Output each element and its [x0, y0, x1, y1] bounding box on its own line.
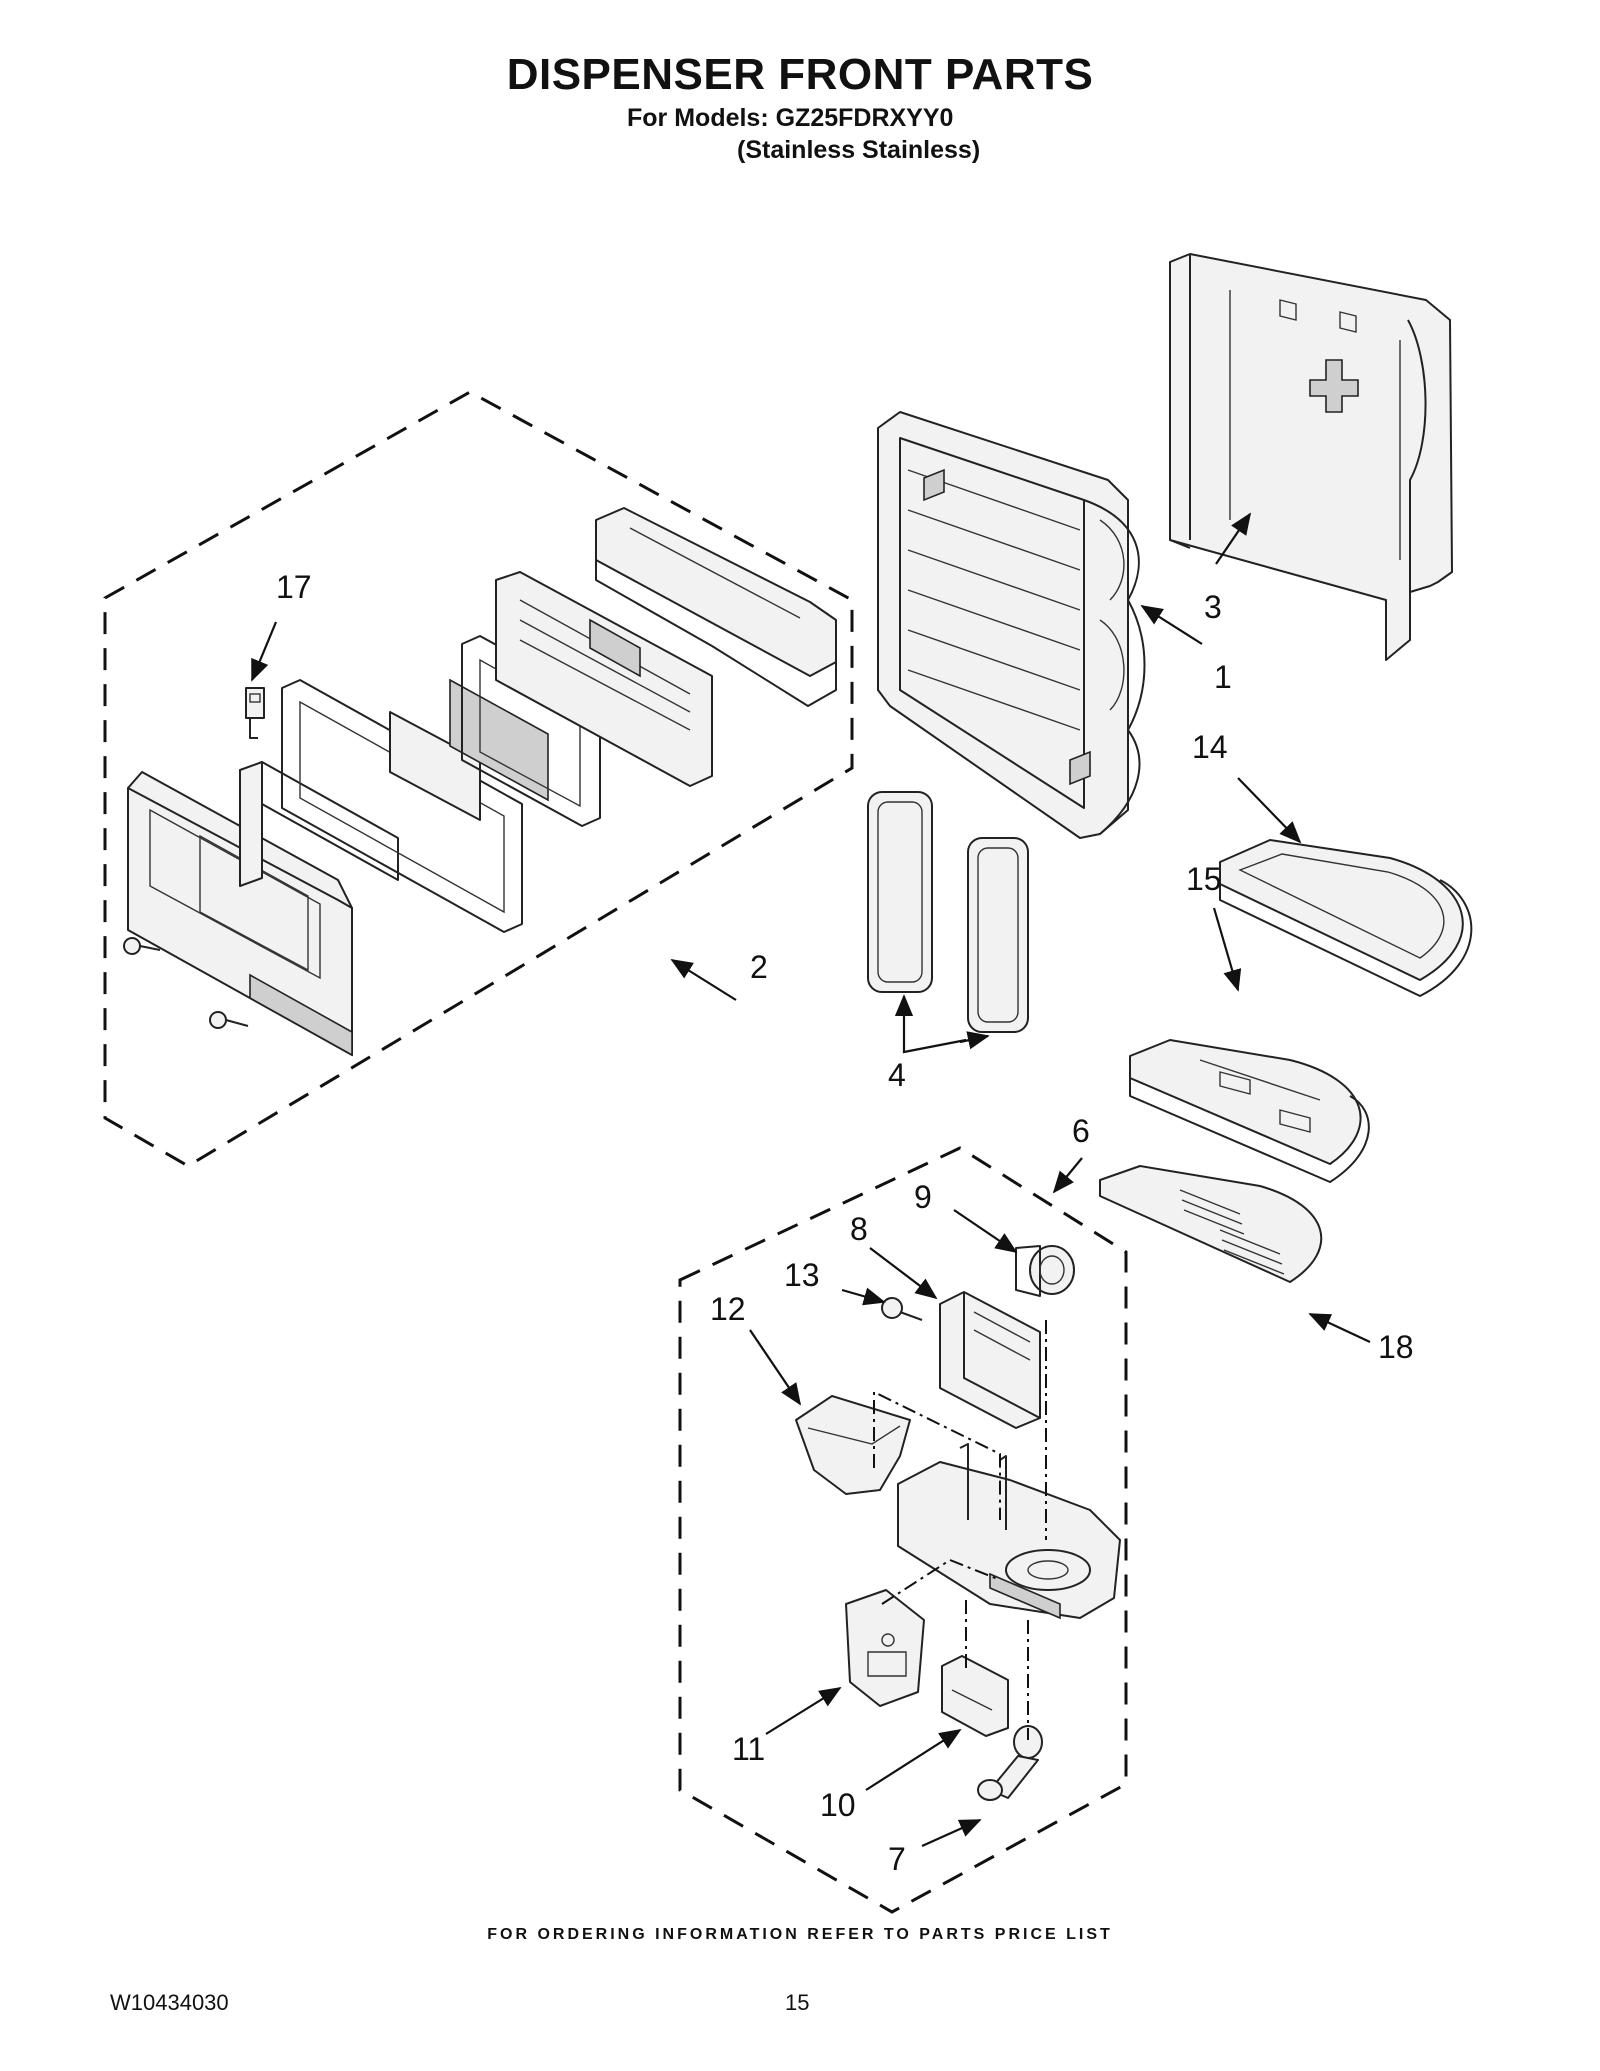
part-17-connector [245, 687, 265, 739]
models-line: For Models: GZ25FDRXYY0 [627, 104, 954, 132]
part-12-chute [795, 1395, 911, 1495]
callout-3: 3 [1204, 589, 1222, 625]
part-8-paddle [939, 1291, 1041, 1429]
part-9-knob [1015, 1245, 1075, 1297]
part-13-screw [881, 1297, 923, 1321]
leader-lines [250, 512, 1371, 1848]
callout-13: 13 [784, 1257, 820, 1293]
part-3-rear-cover [1169, 253, 1453, 661]
callout-2: 2 [750, 949, 768, 985]
assembly-2-boundary [103, 390, 854, 1168]
callout-18: 18 [1378, 1329, 1414, 1365]
callout-1: 1 [1214, 659, 1232, 695]
finish-line: (Stainless Stainless) [737, 136, 981, 164]
callout-10: 10 [820, 1787, 856, 1823]
part-18-tray-grille [1099, 1165, 1323, 1283]
page-title: DISPENSER FRONT PARTS [506, 50, 1094, 99]
part-10-switch [941, 1655, 1009, 1737]
assembly-6-boundary [678, 1146, 1128, 1914]
callout-14: 14 [1192, 729, 1228, 765]
part-4-trim-strips [867, 791, 1029, 1033]
part-1-dispenser-housing [877, 411, 1146, 839]
part-15-drip-tray [1129, 1039, 1370, 1183]
callout-numbers: 17 2 1 3 14 15 4 6 9 8 13 12 18 11 10 7 [276, 569, 1414, 1877]
callout-7: 7 [888, 1841, 906, 1877]
callout-11: 11 [732, 1731, 765, 1767]
document-number: W10434030 [110, 1990, 229, 2015]
page-number: 15 [785, 1990, 810, 2015]
callout-6: 6 [1072, 1113, 1090, 1149]
callout-4: 4 [888, 1057, 906, 1093]
callout-17: 17 [276, 569, 312, 605]
callout-9: 9 [914, 1179, 932, 1215]
part-7-water-fitting [977, 1725, 1043, 1801]
callout-8: 8 [850, 1211, 868, 1247]
part-6-housing-base [897, 1443, 1121, 1620]
part-14-tray-frame [1219, 839, 1473, 997]
part-2-control-panel-components [123, 507, 837, 1057]
callout-15: 15 [1186, 861, 1222, 897]
part-11-bezel [845, 1589, 925, 1707]
ordering-note: FOR ORDERING INFORMATION REFER TO PARTS … [487, 1926, 1113, 1943]
callout-12: 12 [710, 1291, 746, 1327]
